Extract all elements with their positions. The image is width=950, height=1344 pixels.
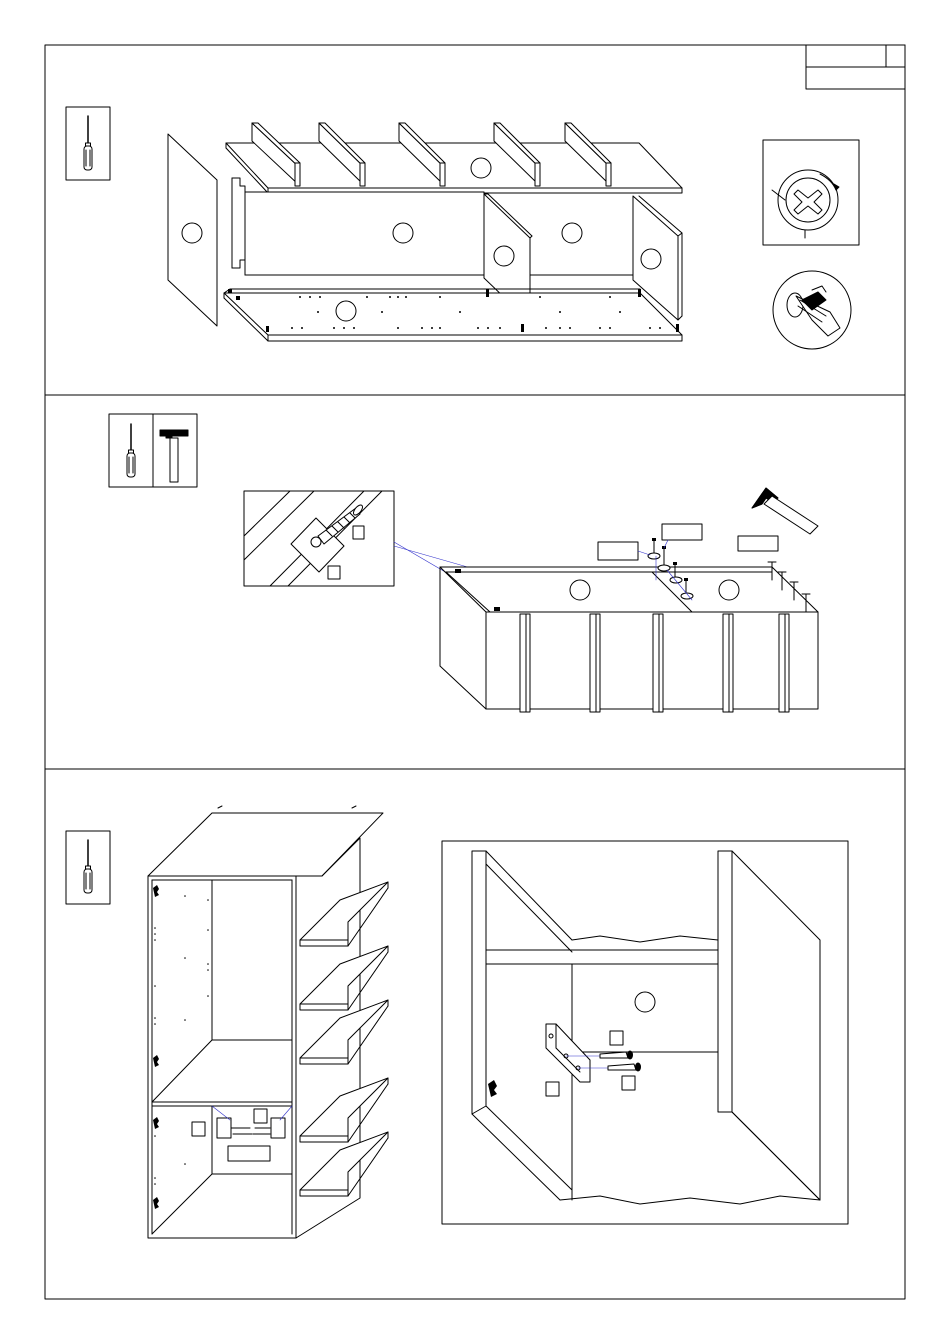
part-callout: [562, 223, 582, 243]
hinge-icon: [488, 1080, 497, 1097]
external-shelf: [300, 882, 388, 946]
bottom-board: [224, 289, 682, 341]
step-2-panel: [109, 414, 818, 712]
part-callout-box: [610, 1031, 623, 1045]
bracket-detail: [442, 841, 848, 1224]
cabinet-back-view: [440, 567, 818, 712]
shelf-edge: [723, 614, 733, 712]
screwdriver-turning-detail: [773, 271, 851, 349]
back-panel-nail-detail: [244, 491, 394, 586]
tool-box-step-2: [109, 414, 197, 487]
step-3-panel: [66, 806, 848, 1238]
tool-box-step-3: [66, 831, 110, 904]
part-callout-box: [598, 542, 638, 560]
external-shelf: [300, 1078, 388, 1142]
hammer-icon: [160, 430, 188, 482]
part-callout-box: [546, 1082, 559, 1096]
hammer-illustration: [752, 488, 818, 534]
top-fittings: [218, 806, 356, 808]
title-block: [806, 45, 905, 89]
part-callout-box: [328, 566, 340, 579]
cam-lock-detail: [763, 140, 859, 245]
tool-box-step-1: [66, 107, 110, 180]
part-callout: [635, 992, 655, 1012]
screwdriver-icon: [127, 424, 135, 477]
side-panel-left: [168, 134, 217, 326]
part-callout-box: [662, 524, 702, 540]
screwdriver-icon: [84, 116, 92, 170]
part-callout-box: [738, 536, 778, 551]
external-shelf: [300, 946, 388, 1010]
shelf-edge: [520, 614, 530, 712]
step-1-panel: [66, 107, 859, 349]
screwdriver-icon: [84, 840, 92, 893]
shelf-edge: [779, 614, 789, 712]
shelf-edge: [590, 614, 600, 712]
cross-head-icon: [794, 190, 822, 214]
shelf-edge: [653, 614, 663, 712]
part-callout-box: [622, 1076, 635, 1090]
part-callout-box: [353, 526, 364, 539]
